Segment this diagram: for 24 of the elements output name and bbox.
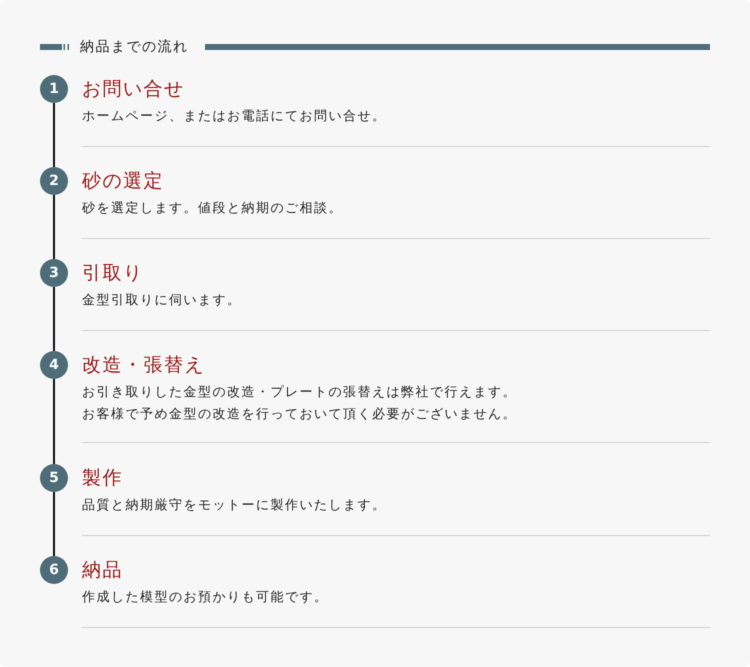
step-description: 作成した模型のお預かりも可能です。: [82, 589, 330, 607]
step-heading: 砂の選定: [82, 169, 164, 194]
step-heading: 改造・張替え: [82, 353, 205, 378]
connector-line: [53, 287, 55, 351]
step-description: 金型引取りに伺います。: [82, 292, 242, 310]
step-number-circle: 4: [40, 351, 68, 379]
connector-line: [53, 103, 55, 167]
step-description: ホームページ、またはお電話にてお問い合せ。: [82, 108, 388, 126]
step-number-circle: 5: [40, 464, 68, 492]
step-heading: 引取り: [82, 261, 144, 286]
connector-line: [53, 492, 55, 556]
connector-line: [53, 379, 55, 464]
step-description: 品質と納期厳守をモットーに製作いたします。: [82, 497, 388, 515]
step-number-circle: 6: [40, 556, 68, 584]
step-number-circle: 3: [40, 259, 68, 287]
section-title: 納品までの流れ: [80, 38, 188, 56]
connector-line: [53, 195, 55, 259]
step-description: お引き取りした金型の改造・プレートの張替えは弊社で行えます。お客様で予め金型の改造を行っておいて頂く必要がございません。: [82, 384, 518, 424]
step-number-circle: 2: [40, 167, 68, 195]
step-heading: 製作: [82, 466, 123, 491]
step-heading: 納品: [82, 558, 123, 583]
step-description: 砂を選定します。値段と納期のご相談。: [82, 200, 344, 218]
step-number-circle: 1: [40, 75, 68, 103]
step-heading: お問い合せ: [82, 77, 184, 102]
